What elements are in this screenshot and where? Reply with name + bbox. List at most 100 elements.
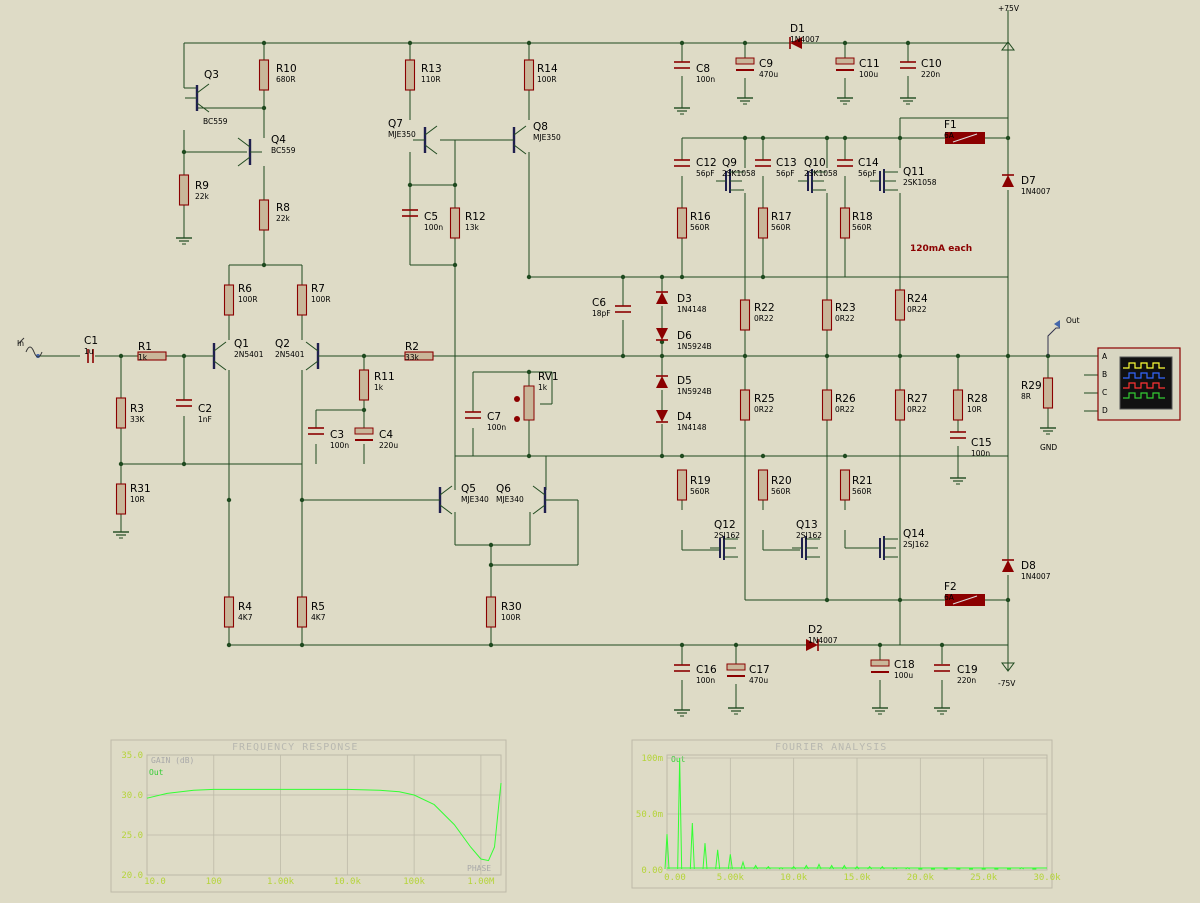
- fourier-x-tick: 10.0k: [780, 873, 808, 883]
- value-r22: 0R22: [754, 314, 774, 323]
- label-c12: C12: [696, 157, 717, 169]
- value-q1: 2N5401: [234, 350, 264, 359]
- label-c14: C14: [858, 157, 879, 169]
- value-q8: MJE350: [533, 133, 561, 142]
- label-c11: C11: [859, 58, 880, 70]
- label-q1: Q1: [234, 338, 249, 350]
- value-q9: 2SK1058: [722, 169, 756, 178]
- value-r27: 0R22: [907, 405, 927, 414]
- value-r3: 33K: [130, 415, 146, 424]
- fourier-y-tick: 100m: [641, 754, 663, 764]
- value-q4: BC559: [271, 146, 296, 155]
- value-r6: 100R: [238, 295, 258, 304]
- value-c4: 220u: [379, 441, 398, 450]
- frequency-y-tick: 30.0: [121, 791, 143, 801]
- label-r17: R17: [771, 211, 792, 223]
- label-c3: C3: [330, 429, 344, 441]
- value-r14: 100R: [537, 75, 557, 84]
- frequency-response-panel[interactable]: FREQUENCY RESPONSE GAIN (dB) Out PHASE 3…: [111, 740, 506, 892]
- frequency-x-tick: 1.00k: [267, 877, 295, 887]
- value-r23: 0R22: [835, 314, 855, 323]
- label-d8: D8: [1021, 560, 1036, 572]
- value-r9: 22k: [195, 192, 210, 201]
- fourier-x-tick: 25.0k: [970, 873, 998, 883]
- label-q14: Q14: [903, 528, 925, 540]
- label-q11: Q11: [903, 166, 925, 178]
- label-r18: R18: [852, 211, 873, 223]
- label-r30: R30: [501, 601, 522, 613]
- fourier-x-tick: 20.0k: [907, 873, 935, 883]
- value-d1: 1N4007: [790, 35, 820, 44]
- label-d4: D4: [677, 411, 692, 423]
- wires: [38, 10, 1098, 710]
- phase-label: PHASE: [467, 864, 491, 873]
- label-c7: C7: [487, 411, 501, 423]
- output-probe-icon[interactable]: [1048, 320, 1060, 356]
- value-q13: 2SJ162: [796, 531, 822, 540]
- value-r2: 33k: [405, 353, 420, 362]
- label-r8: R8: [276, 202, 290, 214]
- label-r21: R21: [852, 475, 873, 487]
- label-d5: D5: [677, 375, 692, 387]
- label-c16: C16: [696, 664, 717, 676]
- label-r11: R11: [374, 371, 395, 383]
- fourier-trace-label: Out: [671, 755, 686, 764]
- value-c18: 100u: [894, 671, 913, 680]
- label-d1: D1: [790, 23, 805, 35]
- value-r7: 100R: [311, 295, 331, 304]
- channel-d: D: [1102, 406, 1108, 415]
- label-q4: Q4: [271, 134, 286, 146]
- value-r4: 4K7: [238, 613, 253, 622]
- frequency-y-tick: 20.0: [121, 871, 143, 881]
- value-f2: 6A: [944, 593, 955, 602]
- label-q6: Q6: [496, 483, 511, 495]
- label-c18: C18: [894, 659, 915, 671]
- label-r9: R9: [195, 180, 209, 192]
- value-r19: 560R: [690, 487, 710, 496]
- value-d5: 1N5924B: [677, 387, 712, 396]
- label-c6: C6: [592, 297, 606, 309]
- bias-note: 120mA each: [910, 244, 972, 254]
- value-c10: 220n: [921, 70, 940, 79]
- value-d7: 1N4007: [1021, 187, 1051, 196]
- value-c2: 1nF: [198, 415, 212, 424]
- label-c9: C9: [759, 58, 773, 70]
- value-q2: 2N5401: [275, 350, 305, 359]
- value-q12: 2SJ162: [714, 531, 740, 540]
- label-q13: Q13: [796, 519, 818, 531]
- value-q5: MJE340: [461, 495, 489, 504]
- label-c5: C5: [424, 211, 438, 223]
- label-r31: R31: [130, 483, 151, 495]
- value-r12: 13k: [465, 223, 480, 232]
- fourier-x-tick: 0.00: [664, 873, 686, 883]
- value-q10: 2SK1058: [804, 169, 838, 178]
- value-f1: 6A: [944, 131, 955, 140]
- label-q12: Q12: [714, 519, 736, 531]
- frequency-x-tick: 100: [206, 877, 222, 887]
- value-d6: 1N5924B: [677, 342, 712, 351]
- label-q5: Q5: [461, 483, 476, 495]
- value-r10: 680R: [276, 75, 296, 84]
- label-r24: R24: [907, 293, 928, 305]
- value-c5: 100n: [424, 223, 443, 232]
- value-q6: MJE340: [496, 495, 524, 504]
- value-r20: 560R: [771, 487, 791, 496]
- value-c3: 100n: [330, 441, 349, 450]
- label-r27: R27: [907, 393, 928, 405]
- label-q9: Q9: [722, 157, 737, 169]
- value-c6: 18pF: [592, 309, 611, 318]
- frequency-x-tick: 100k: [403, 877, 425, 887]
- gain-axis-label: GAIN (dB): [151, 756, 194, 765]
- value-r28: 10R: [967, 405, 982, 414]
- label-r25: R25: [754, 393, 775, 405]
- value-q11: 2SK1058: [903, 178, 937, 187]
- label-r16: R16: [690, 211, 711, 223]
- label-r14: R14: [537, 63, 558, 75]
- label-r13: R13: [421, 63, 442, 75]
- frequency-x-tick: 10.0k: [334, 877, 362, 887]
- channel-b: B: [1102, 370, 1107, 379]
